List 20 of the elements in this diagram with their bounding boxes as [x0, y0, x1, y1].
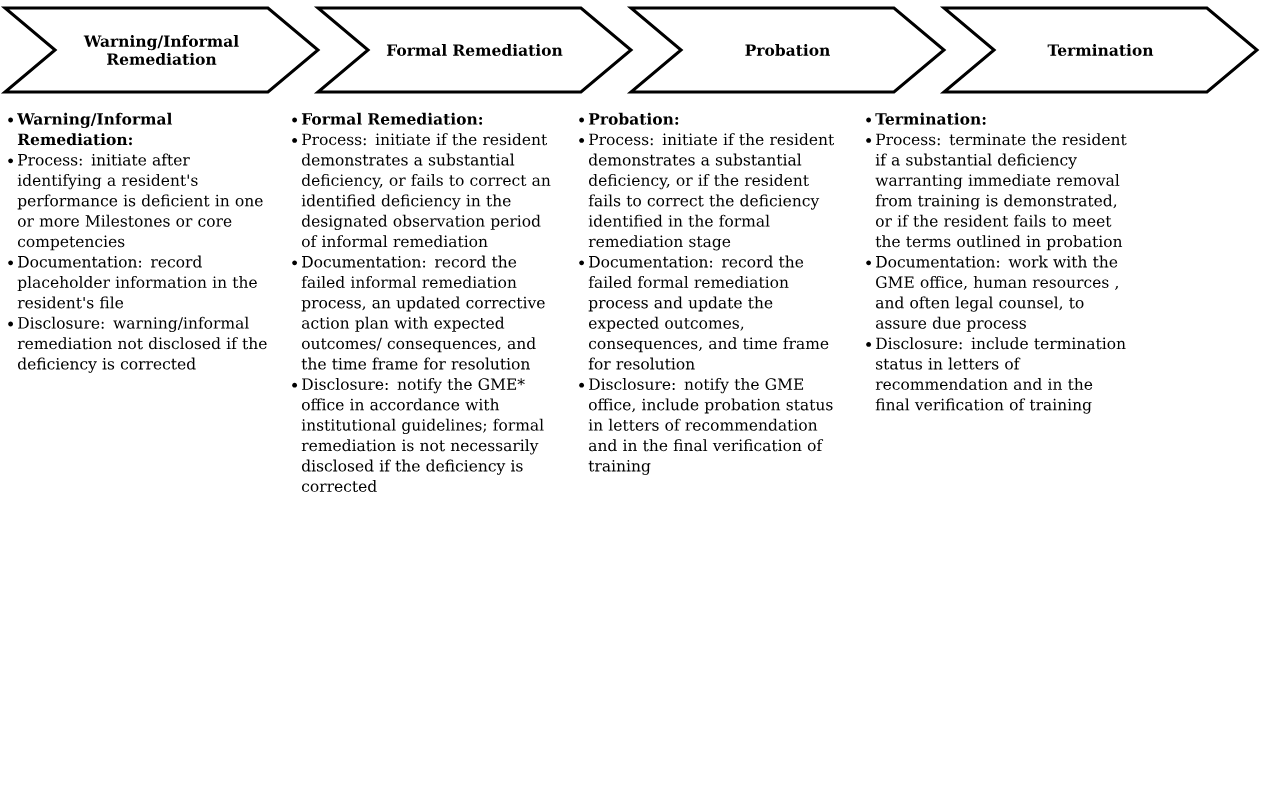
bullet-item: Process: initiate after identifying a resident's performance is deficient in one or more Milestones or core competencies — [8, 153, 263, 251]
bullet-item: Probation: — [579, 112, 679, 125]
bullet-item: Formal Remediation: — [292, 112, 483, 125]
bullet-item: Disclosure: include termination status in letters of recommendation and in the final verification of training — [866, 337, 1126, 414]
step-banner: Warning/Informal Remediation — [0, 6, 321, 94]
step-banner: Probation — [626, 6, 947, 94]
step-banner: Formal Remediation — [313, 6, 634, 94]
bullet-item: Process: initiate if the resident demonstrates a substantial deficiency, or fails to correct an identified deficiency in the designated observation period of informal remediation — [292, 133, 551, 248]
bullet-item: Documentation: record placeholder information in the resident's file — [8, 255, 257, 309]
bullet-item: Documentation: work with the GME office, human resources , and often legal counsel, to assure due process — [866, 255, 1118, 332]
step-banner: Termination — [939, 6, 1260, 94]
bullet-item: Termination: — [866, 112, 986, 125]
bullet-item: Disclosure: warning/informal remediation not disclosed if the deficiency is corrected — [8, 316, 267, 373]
bullet-item: Documentation: record the failed informal remediation process, an updated corrective action plan with expected outcomes/ consequences, and the time frame for resolution — [292, 255, 545, 370]
bullet-item: Process: initiate if the resident demonstrates a substantial deficiency, or if the resident fails to correct the deficiency identified in the formal remediation stage — [579, 133, 835, 251]
bullet-item: Warning/Informal Remediation: — [8, 112, 173, 146]
bullet-item: Process: terminate the resident if a substantial deficiency warranting immediate removal from training is demonstrated, or if the resident fails to meet the terms outlined in probation — [866, 133, 1127, 251]
bullet-item: Disclosure: notify the GME office, include probation status in letters of recommendation and in the final verification of training — [579, 378, 833, 475]
bullet-item: Documentation: record the failed formal remediation process and update the expected outcomes, consequences, and time frame for resolution — [579, 255, 829, 370]
bullet-item: Disclosure: notify the GME* office in accordance with institutional guidelines; formal remediation is not necessarily disclosed if the deficiency is corrected — [292, 378, 544, 492]
